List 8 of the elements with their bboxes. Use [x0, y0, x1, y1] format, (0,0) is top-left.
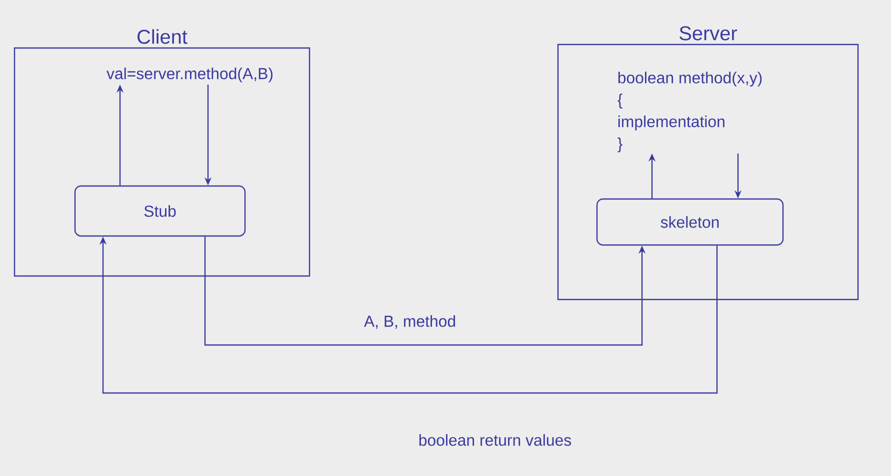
skeleton-box: skeleton	[596, 198, 784, 246]
stub-box: Stub	[74, 185, 246, 237]
edge-label: boolean return values	[416, 432, 574, 448]
node-label: Server	[680, 26, 737, 40]
node-label: Client	[138, 29, 188, 44]
edge-label: A, B, method	[362, 313, 458, 331]
code-text: boolean method(x,y) { implementation }	[618, 72, 762, 152]
code-text: val=server.method(A,B)	[106, 68, 272, 82]
